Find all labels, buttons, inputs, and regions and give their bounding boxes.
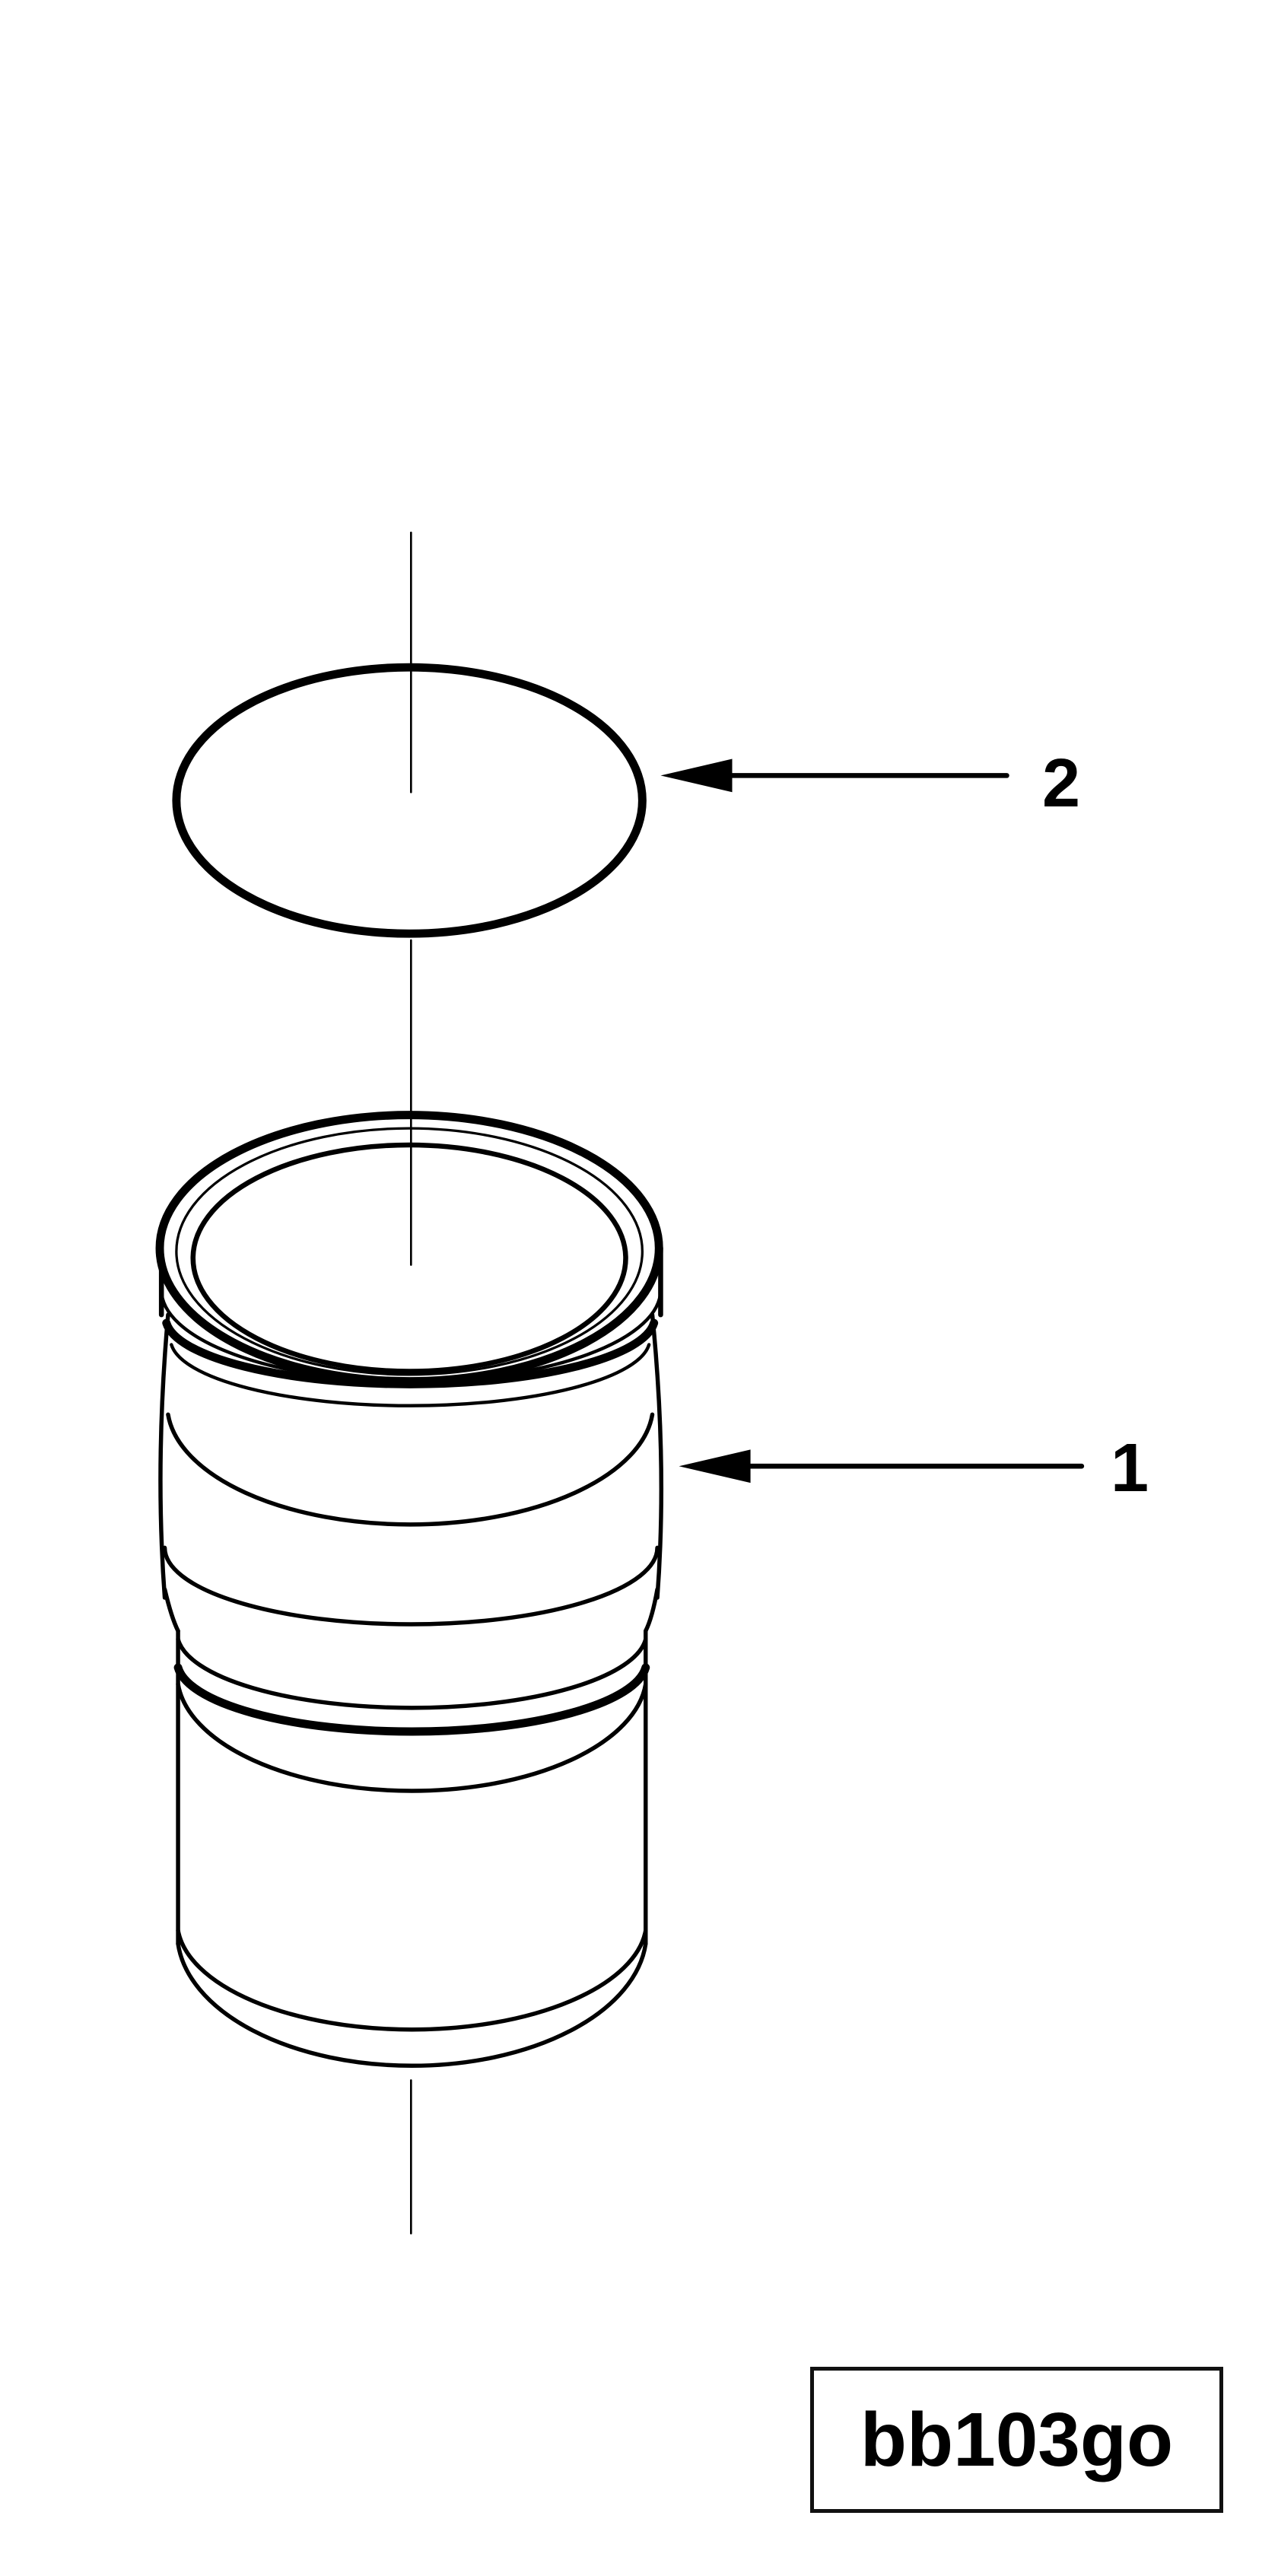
o-ring (172, 663, 647, 938)
callout-label-1: 1 (1111, 1430, 1149, 1506)
figure-id: bb103go (860, 2396, 1174, 2482)
leader-arrow-2 (660, 758, 1009, 793)
callout-label-2: 2 (1042, 746, 1081, 822)
figure-id-box: bb103go (810, 2367, 1223, 2513)
cylinder-liner (155, 1111, 664, 2068)
leader-arrow-1 (679, 1449, 1085, 1484)
